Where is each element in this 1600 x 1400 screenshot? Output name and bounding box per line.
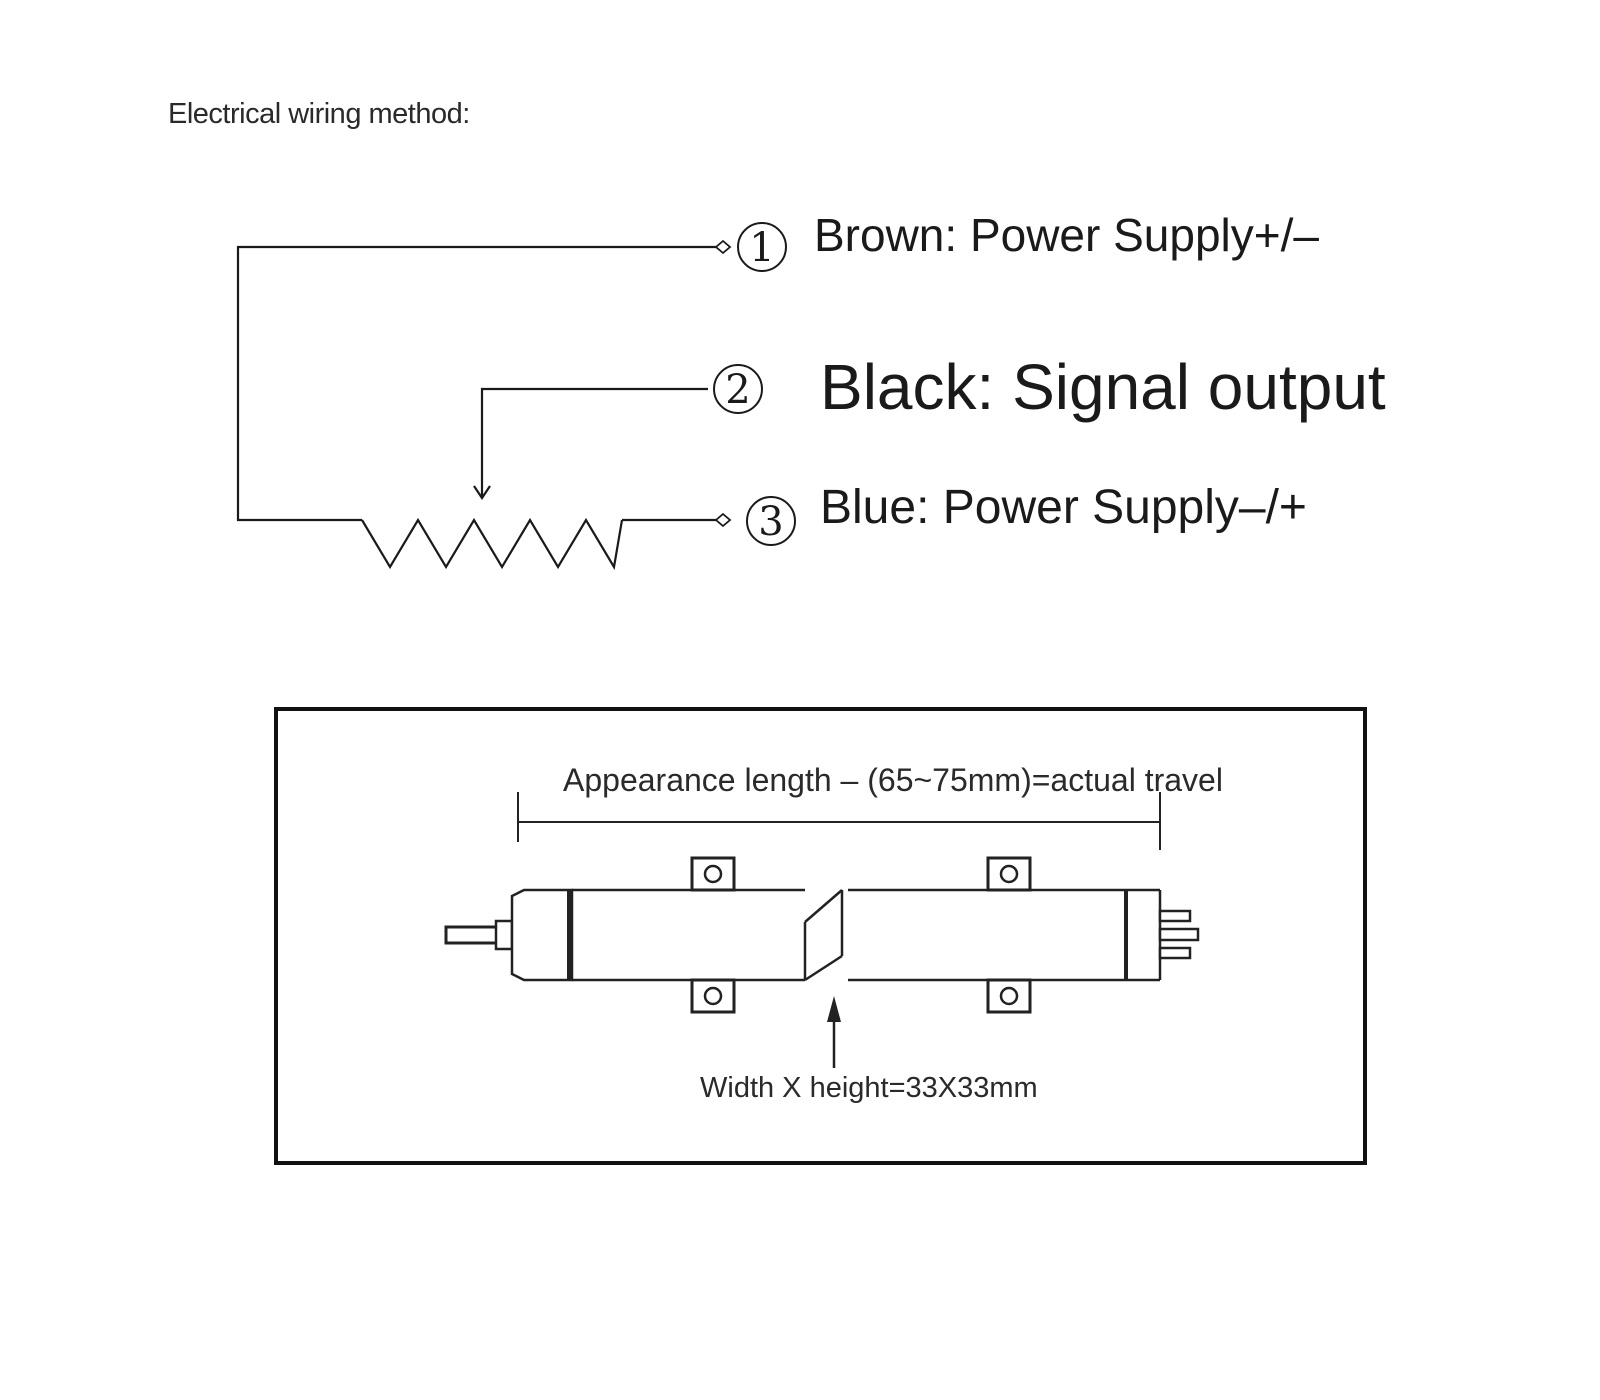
mounting-bracket-bottom-left (690, 978, 736, 1014)
wiring-schematic: 1 2 3 (236, 222, 796, 571)
break-symbol (803, 889, 844, 982)
dimension-drawing-frame (274, 707, 1367, 1165)
mounting-bracket-bottom-right (986, 978, 1032, 1014)
sensor-body-left (572, 888, 805, 982)
sensor-body-right (848, 888, 1160, 982)
mounting-bracket-top-right (986, 856, 1032, 892)
terminal-1-icon (714, 239, 732, 255)
wiring-title: Electrical wiring method: (168, 98, 470, 130)
pin-2-label: Black: Signal output (820, 351, 1386, 423)
pin-2-number: 2 (725, 367, 750, 413)
resistor-symbol (361, 517, 624, 571)
pin-1-number: 1 (749, 225, 774, 271)
sensor-rod (444, 919, 514, 951)
pin-3-label: Blue: Power Supply–/+ (820, 481, 1307, 534)
supply-wire (236, 245, 722, 522)
connector-pins-icon (1158, 909, 1200, 960)
terminal-3-icon (714, 512, 732, 528)
pin-3-marker: 3 (746, 496, 796, 546)
rear-end-cap (1124, 890, 1162, 980)
wiper-arrow-icon (473, 485, 491, 500)
section-note: Width X height=33X33mm (700, 1072, 1038, 1104)
length-note: Appearance length – (65~75mm)=actual tra… (563, 762, 1223, 798)
pin-1-label: Brown: Power Supply+/– (814, 209, 1319, 261)
pin-2-marker: 2 (713, 364, 763, 414)
mounting-bracket-top-left (690, 856, 736, 892)
pin-1-marker: 1 (737, 222, 787, 272)
front-end-cap (510, 888, 574, 982)
section-pointer-arrow-icon (827, 996, 841, 1068)
pin-3-number: 3 (758, 499, 783, 545)
wiper-wire (480, 387, 708, 498)
length-dimension-line (517, 792, 1161, 850)
